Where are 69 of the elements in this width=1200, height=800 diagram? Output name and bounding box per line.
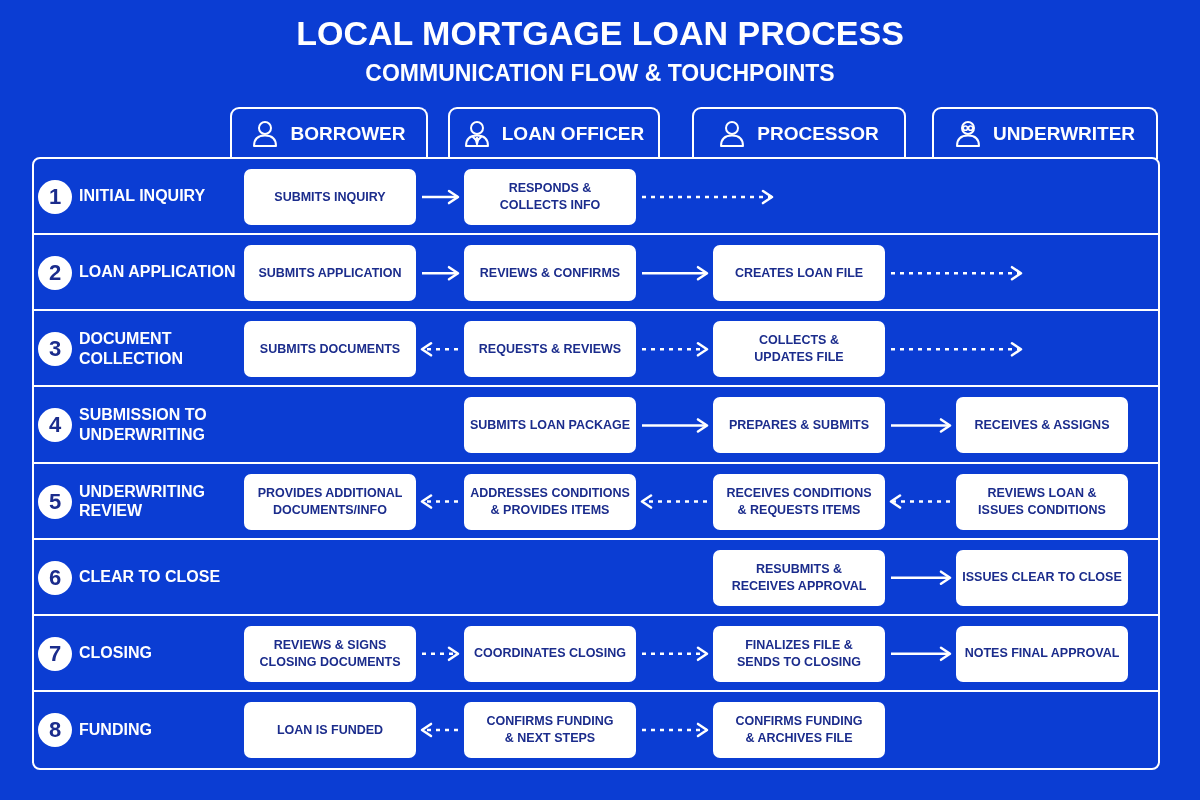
step-number: 4 — [38, 408, 72, 443]
dotted-arrow — [420, 722, 458, 738]
process-box: SUBMITS DOCUMENTS — [244, 321, 416, 378]
process-box: RESPONDS & COLLECTS INFO — [464, 169, 636, 226]
step-title: CLOSING — [79, 643, 152, 663]
process-box: REVIEWS & CONFIRMS — [464, 245, 636, 302]
dotted-arrow — [420, 342, 458, 357]
dotted-arrow — [889, 494, 950, 509]
arrow — [642, 265, 709, 281]
process-box: RECEIVES & ASSIGNS — [956, 397, 1128, 454]
step-number: 6 — [38, 560, 72, 595]
lane-title: LOAN OFFICER — [501, 123, 645, 145]
lane-header — [932, 107, 1158, 159]
process-box: SUBMITS LOAN PACKAGE — [464, 397, 636, 454]
dotted-arrow — [422, 646, 460, 662]
lane-title: UNDERWRITER — [992, 123, 1136, 145]
arrow — [891, 418, 952, 433]
step-number: 2 — [38, 256, 72, 291]
dotted-arrow — [642, 342, 709, 357]
lane-header — [692, 107, 906, 159]
process-box: REVIEWS & SIGNS CLOSING DOCUMENTS — [244, 625, 416, 682]
step-number: 5 — [38, 484, 72, 519]
process-box: PREPARES & SUBMITS — [713, 397, 885, 454]
step-number: 7 — [38, 636, 72, 671]
step-number: 3 — [38, 332, 72, 367]
lane-title: BORROWER — [290, 123, 406, 145]
step-title: LOAN APPLICATION — [79, 262, 236, 282]
process-box: CREATES LOAN FILE — [713, 245, 885, 302]
dotted-arrow — [640, 494, 707, 509]
dotted-arrow — [420, 494, 458, 509]
step-number: 1 — [38, 180, 72, 215]
process-box: FINALIZES FILE & SENDS TO CLOSING — [713, 625, 885, 682]
process-box: CONFIRMS FUNDING & ARCHIVES FILE — [713, 701, 885, 758]
process-box: NOTES FINAL APPROVAL — [956, 625, 1128, 682]
dotted-arrow — [891, 265, 1023, 281]
process-box: RECEIVES CONDITIONS & REQUESTS ITEMS — [713, 473, 885, 530]
process-box: RESUBMITS & RECEIVES APPROVAL — [713, 549, 885, 606]
step-title: DOCUMENT COLLECTION — [79, 329, 184, 368]
step-title: INITIAL INQUIRY — [79, 186, 206, 206]
title: LOCAL MORTGAGE LOAN PROCESS — [296, 14, 904, 54]
step-title: FUNDING — [79, 720, 152, 740]
dotted-arrow — [642, 189, 774, 205]
process-box: CONFIRMS FUNDING & NEXT STEPS — [464, 701, 636, 758]
process-box: COLLECTS & UPDATES FILE — [713, 321, 885, 378]
process-box: ADDRESSES CONDITIONS & PROVIDES ITEMS — [464, 473, 636, 530]
lane-header — [448, 107, 660, 159]
arrow — [642, 418, 709, 433]
subtitle: COMMUNICATION FLOW & TOUCHPOINTS — [365, 60, 835, 87]
arrow — [891, 570, 952, 585]
process-box: ISSUES CLEAR TO CLOSE — [956, 549, 1128, 606]
dotted-arrow — [891, 342, 1023, 357]
process-box: LOAN IS FUNDED — [244, 701, 416, 758]
arrow — [891, 646, 952, 662]
step-title: SUBMISSION TO UNDERWRITING — [79, 405, 208, 444]
arrow — [422, 265, 460, 281]
dotted-arrow — [642, 646, 709, 662]
process-box: PROVIDES ADDITIONAL DOCUMENTS/INFO — [244, 473, 416, 530]
step-number: 8 — [38, 712, 72, 747]
process-box: COORDINATES CLOSING — [464, 625, 636, 682]
process-box: SUBMITS INQUIRY — [244, 169, 416, 226]
step-title: UNDERWRITING REVIEW — [79, 481, 206, 520]
process-box: REVIEWS LOAN & ISSUES CONDITIONS — [956, 473, 1128, 530]
arrow — [422, 189, 460, 205]
step-title: CLEAR TO CLOSE — [79, 567, 221, 587]
process-box: REQUESTS & REVIEWS — [464, 321, 636, 378]
process-box: SUBMITS APPLICATION — [244, 245, 416, 302]
lane-header — [230, 107, 428, 159]
lane-title: PROCESSOR — [757, 123, 879, 145]
dotted-arrow — [642, 722, 709, 738]
